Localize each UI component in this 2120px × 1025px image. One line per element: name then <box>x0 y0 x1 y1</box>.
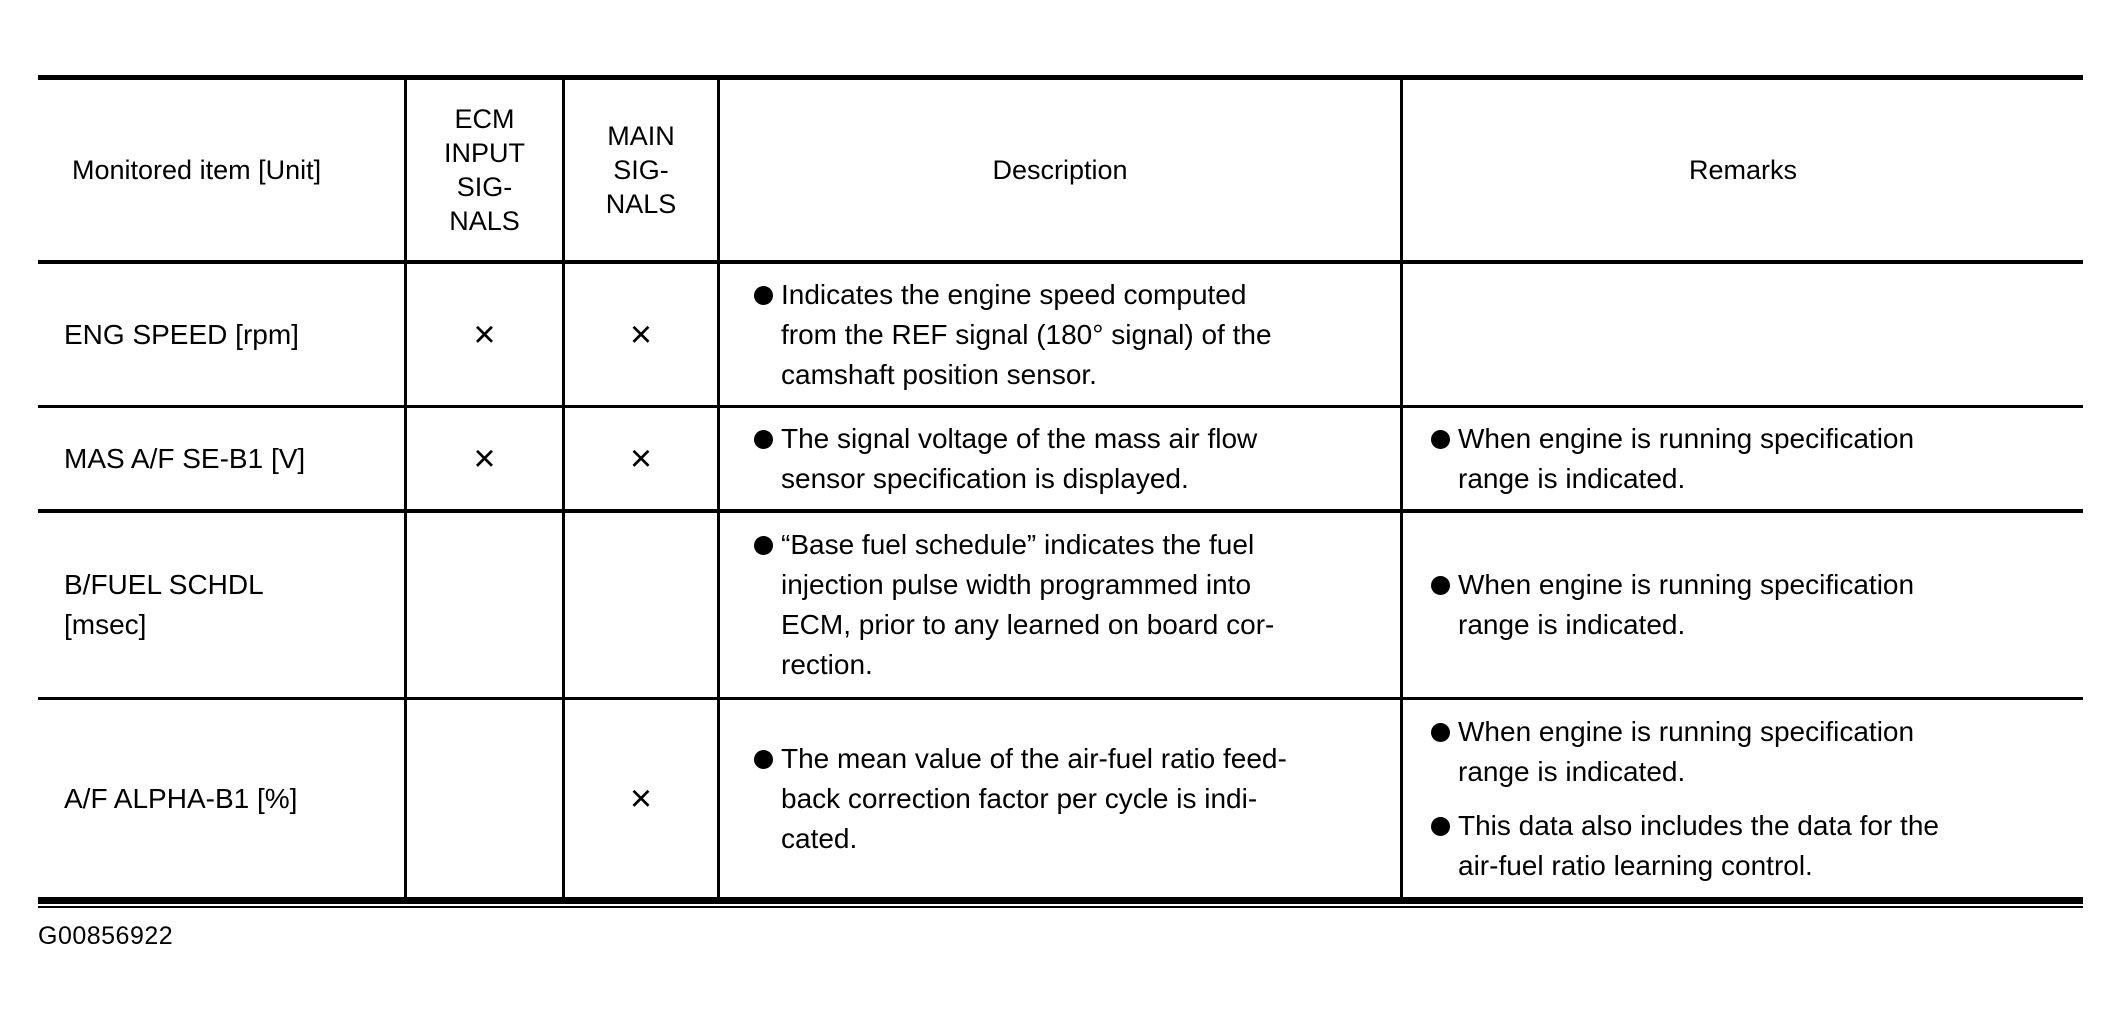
item-label: ENG SPEED [rpm] <box>64 318 299 350</box>
item-label: B/FUEL SCHDL [msec] <box>64 569 264 640</box>
bullet-item: The signal voltage of the mass air flow … <box>754 419 1392 499</box>
figure-id-label: G00856922 <box>38 922 174 950</box>
header-description-label: Description <box>992 155 1128 185</box>
header-monitored-item-label: Monitored item [Unit] <box>72 155 322 185</box>
cell-item-mas-af: MAS A/F SE-B1 [V] <box>38 408 407 513</box>
remarks-text: When engine is running specification ran… <box>1458 569 1915 640</box>
cell-description-af-alpha: The mean value of the air-fuel ratio fee… <box>720 700 1403 897</box>
header-main-signals: MAIN SIG- NALS <box>565 80 720 264</box>
description-text: The mean value of the air-fuel ratio fee… <box>781 742 1287 854</box>
cell-description-mas-af: The signal voltage of the mass air flow … <box>720 408 1403 513</box>
bullet-icon <box>1431 576 1450 595</box>
remarks-text: When engine is running specification ran… <box>1458 422 1915 494</box>
cell-ecm-input-mas-af: × <box>407 408 565 513</box>
bullet-icon <box>754 536 773 555</box>
cell-description-bfuel-schdl: “Base fuel schedule” indicates the fuel … <box>720 513 1403 700</box>
header-description: Description <box>720 80 1403 264</box>
bullet-icon <box>754 285 773 305</box>
bullet-item: When engine is running specification ran… <box>1431 419 2075 499</box>
remarks-text: When engine is running specification ran… <box>1458 715 1915 787</box>
x-mark: × <box>473 313 496 356</box>
header-ecm-input-signals-label: ECM INPUT SIG- NALS <box>444 104 525 236</box>
cell-ecm-input-eng-speed: × <box>407 264 565 408</box>
bullet-icon <box>1431 429 1450 449</box>
header-monitored-item: Monitored item [Unit] <box>38 80 407 264</box>
x-mark: × <box>473 437 496 480</box>
cell-item-bfuel-schdl: B/FUEL SCHDL [msec] <box>38 513 407 700</box>
bullet-icon <box>1431 816 1450 836</box>
description-text: Indicates the engine speed computed from… <box>781 278 1272 390</box>
cell-remarks-af-alpha: When engine is running specification ran… <box>1403 700 2083 897</box>
bullet-icon <box>1431 722 1450 742</box>
cell-remarks-eng-speed <box>1403 264 2083 408</box>
item-label: A/F ALPHA-B1 [%] <box>64 782 298 814</box>
description-text: “Base fuel schedule” indicates the fuel … <box>781 529 1275 680</box>
bullet-item: When engine is running specification ran… <box>1431 712 2075 792</box>
cell-item-af-alpha: A/F ALPHA-B1 [%] <box>38 700 407 897</box>
item-label: MAS A/F SE-B1 [V] <box>64 442 306 474</box>
header-remarks-label: Remarks <box>1688 155 1797 185</box>
remarks-text: This data also includes the data for the… <box>1458 809 1939 881</box>
cell-item-eng-speed: ENG SPEED [rpm] <box>38 264 407 408</box>
bullet-item: This data also includes the data for the… <box>1431 806 2075 886</box>
x-mark: × <box>629 777 653 820</box>
x-mark: × <box>629 437 653 480</box>
bullet-icon <box>754 749 773 769</box>
cell-remarks-bfuel-schdl: When engine is running specification ran… <box>1403 513 2083 700</box>
cell-main-eng-speed: × <box>565 264 720 408</box>
cell-main-mas-af: × <box>565 408 720 513</box>
cell-main-af-alpha: × <box>565 700 720 897</box>
x-mark: × <box>629 313 653 356</box>
cell-main-bfuel-schdl <box>565 513 720 700</box>
description-text: The signal voltage of the mass air flow … <box>781 422 1258 494</box>
cell-description-eng-speed: Indicates the engine speed computed from… <box>720 264 1403 408</box>
header-ecm-input-signals: ECM INPUT SIG- NALS <box>407 80 565 264</box>
cell-remarks-mas-af: When engine is running specification ran… <box>1403 408 2083 513</box>
bullet-item: The mean value of the air-fuel ratio fee… <box>754 739 1392 859</box>
bullet-icon <box>754 429 773 449</box>
monitored-items-table: Monitored item [Unit] ECM INPUT SIG- NAL… <box>38 75 2083 908</box>
header-main-signals-label: MAIN SIG- NALS <box>605 121 677 219</box>
cell-ecm-input-af-alpha <box>407 700 565 897</box>
bullet-item: When engine is running specification ran… <box>1431 565 2075 645</box>
bullet-item: “Base fuel schedule” indicates the fuel … <box>754 525 1392 685</box>
header-remarks: Remarks <box>1403 80 2083 264</box>
bullet-item: Indicates the engine speed computed from… <box>754 275 1392 395</box>
cell-ecm-input-bfuel-schdl <box>407 513 565 700</box>
